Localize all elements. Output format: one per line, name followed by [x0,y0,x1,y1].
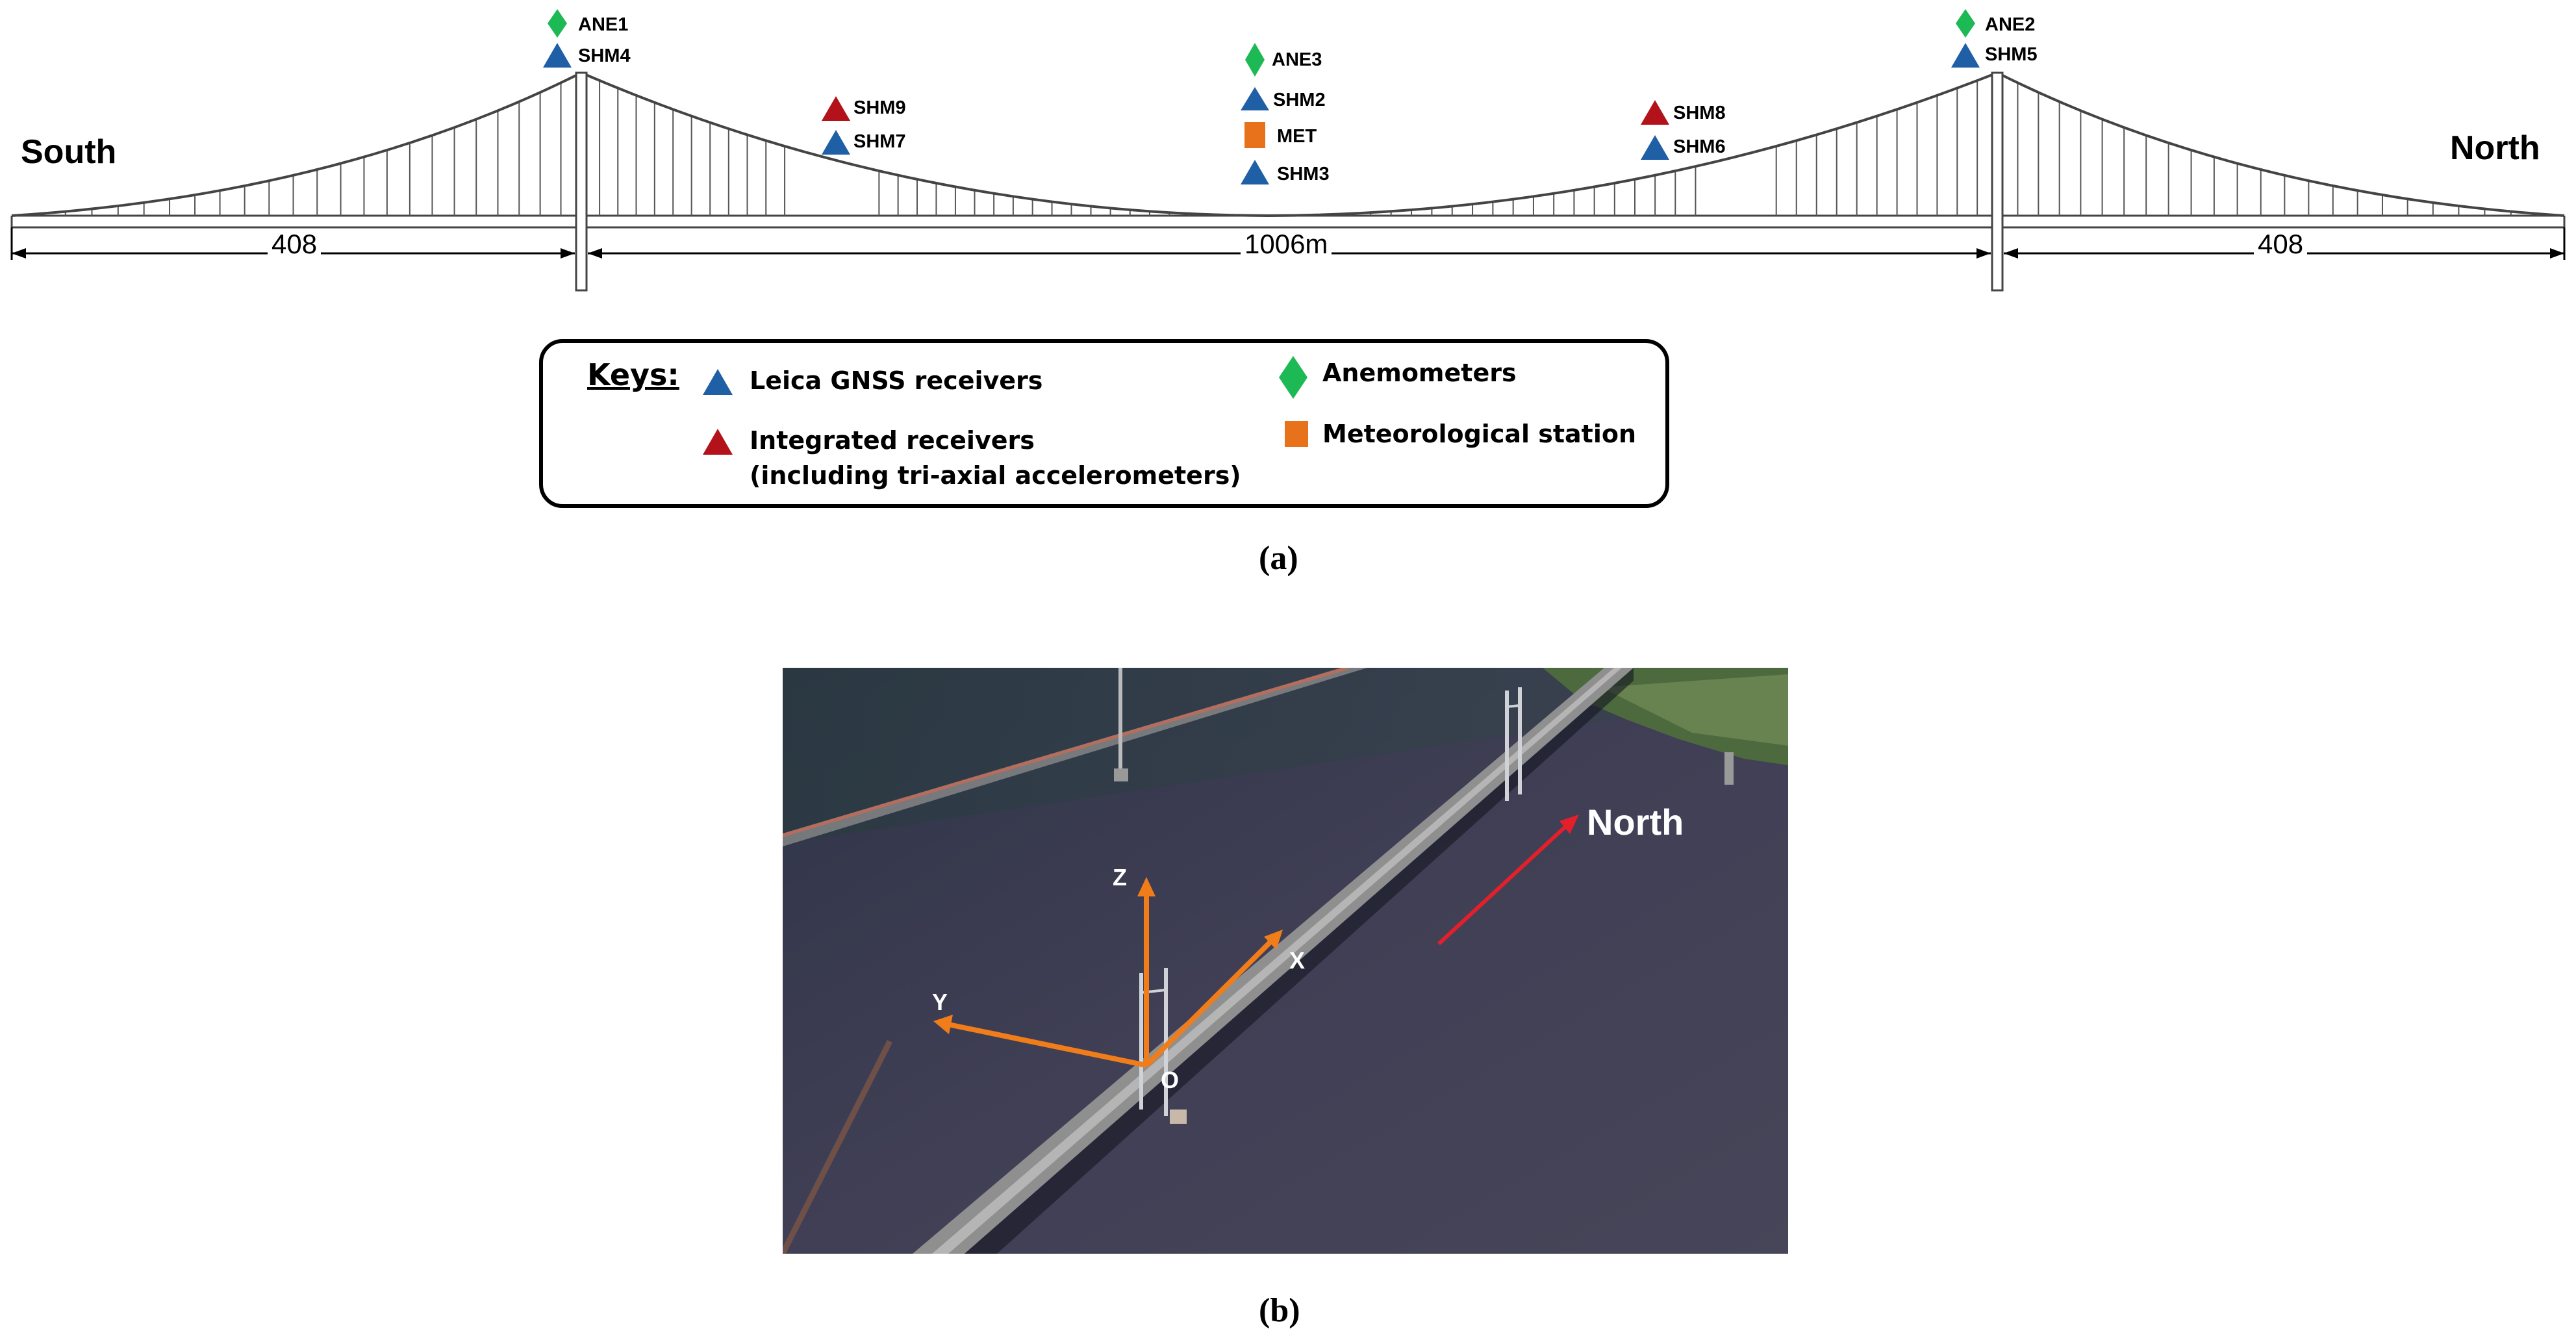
bridge-hangers [38,80,2538,216]
sensor-markers [543,9,1980,184]
axis-z-label: Z [1113,864,1127,891]
shm7-triangle-icon [822,130,850,155]
integrated-triangle-icon [703,429,733,455]
shm8-triangle-icon [1641,100,1669,125]
legend-anemometers-text: Anemometers [1322,359,1517,387]
ane3-label: ANE3 [1272,49,1322,70]
south-label: South [21,133,117,171]
caption-b: (b) [1259,1292,1300,1329]
shm2-triangle-icon [1241,87,1269,110]
shm5-label: SHM5 [1985,44,2038,65]
shm4-triangle-icon [543,43,572,68]
aerial-photo-drawing [783,668,1788,1254]
north-direction-label: North [1587,802,1684,843]
axis-x-label: X [1289,947,1306,974]
origin-label: O [1161,1067,1180,1093]
legend-integrated-subtext: (including tri-axial accelerometers) [750,461,1241,490]
aerial-bridge-photo: Z Y X O North [783,668,1788,1254]
north-span-label: 408 [2254,229,2308,260]
ane2-diamond-icon [1956,9,1975,38]
anemometer-diamond-icon [1279,356,1307,399]
shm8-label: SHM8 [1673,103,1726,123]
legend-integrated-text: Integrated receivers [750,426,1035,455]
north-label: North [2450,129,2540,167]
met-label: MET [1277,126,1317,147]
bridge-deck [10,214,2566,229]
shm4-label: SHM4 [578,45,631,66]
coordinate-axes [933,877,1283,1068]
main-cable [11,71,2565,217]
gnss-triangle-icon [703,369,733,395]
main-span-label: 1006m [1241,229,1332,260]
shm2-label: SHM2 [1273,90,1326,110]
shm9-label: SHM9 [853,97,906,118]
shm9-triangle-icon [822,96,850,121]
caption-a: (a) [1259,540,1298,577]
ane3-diamond-icon [1245,43,1265,77]
ane1-label: ANE1 [578,14,629,35]
shm7-label: SHM7 [853,131,906,152]
ane1-diamond-icon [548,9,567,38]
shm6-label: SHM6 [1673,136,1726,157]
legend-met-text: Meteorological station [1322,420,1637,448]
met-station-square-icon [1285,421,1308,447]
legend: Keys: Leica GNSS receivers Integrated re… [539,339,1669,508]
ane2-label: ANE2 [1985,14,2036,35]
legend-gnss-text: Leica GNSS receivers [750,366,1043,395]
axis-y-label: Y [932,989,948,1015]
north-arrow-icon [1437,815,1579,946]
south-span-label: 408 [268,229,322,260]
shm3-triangle-icon [1241,160,1269,184]
shm3-label: SHM3 [1277,164,1330,184]
north-tower [1991,71,2004,292]
shm5-triangle-icon [1951,43,1980,68]
legend-title: Keys: [587,357,679,392]
south-tower [575,71,588,292]
met-square-icon [1244,122,1265,148]
shm6-triangle-icon [1641,135,1669,160]
